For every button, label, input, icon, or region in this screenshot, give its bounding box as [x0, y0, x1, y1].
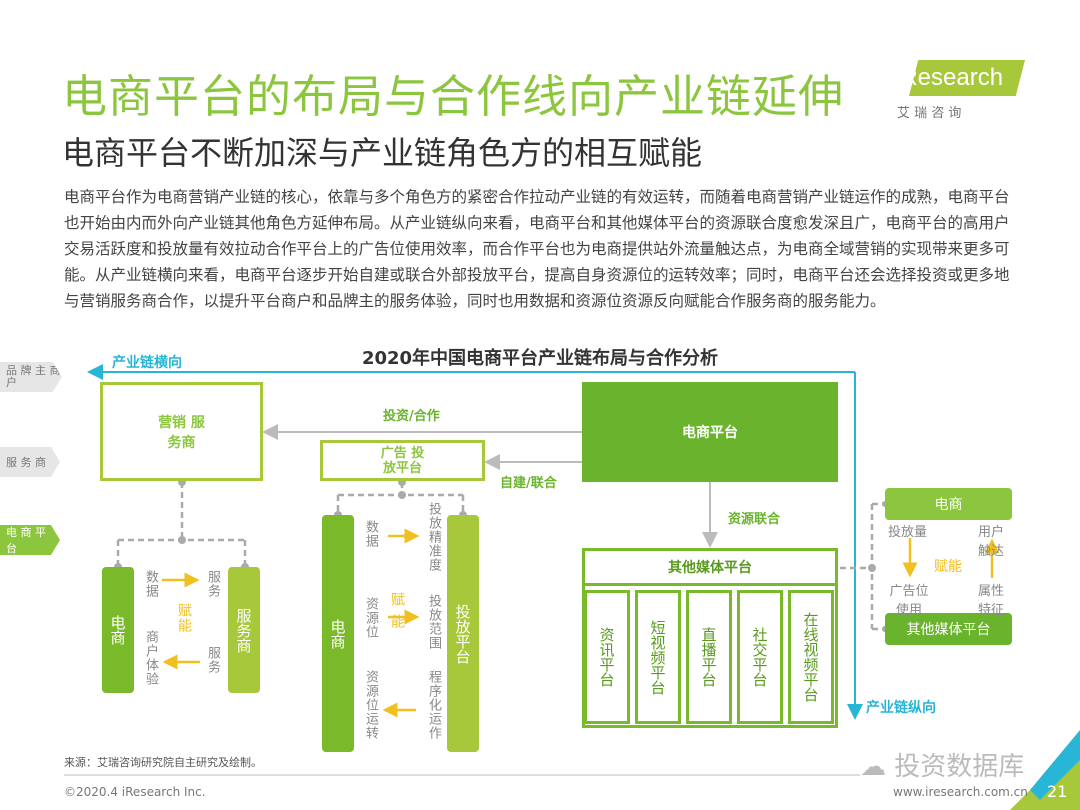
copyright: ©2020.4 iResearch Inc. — [64, 785, 206, 799]
horizontal-chain-label: 产业链横向 — [112, 355, 182, 371]
right-media-box: 其他媒体平台 — [885, 613, 1012, 645]
flow-text: 资源位 — [363, 597, 378, 639]
invest-label: 投资/合作 — [383, 409, 440, 424]
watermark: ☁ 投资数据库 — [860, 752, 1025, 782]
self-build-label: 自建/联合 — [500, 476, 557, 491]
flow-text: 投放范围 — [426, 594, 441, 650]
side-tag-ecom: 电 商 平 台 — [0, 525, 60, 555]
side-tag-brand: 品 牌 主 商 户 — [0, 362, 62, 392]
flow-text: 数据 — [363, 520, 378, 548]
media-col: 在线视频平台 — [788, 590, 834, 724]
flow-text: 服务 — [205, 646, 220, 674]
iresearch-logo: iResearch 艾 瑞 咨 询 — [895, 58, 1025, 122]
enable-label: 赋能 — [934, 559, 962, 575]
ecom-bar: 电商 — [102, 567, 134, 693]
service-bar: 服务商 — [228, 567, 260, 693]
media-col: 直播平台 — [686, 590, 732, 724]
ecom-platform-box: 电商平台 — [582, 382, 838, 482]
body-paragraph: 电商平台作为电商营销产业链的核心，依靠与多个角色方的紧密合作拉动产业链的有效运转… — [64, 188, 1010, 310]
ecom-bar: 电商 — [322, 515, 354, 752]
wechat-icon: ☁ — [860, 752, 886, 782]
flow-text: 投放量 — [888, 525, 928, 540]
flow-text: 用户触达 — [977, 525, 1004, 559]
diagram-title: 2020年中国电商平台产业链布局与合作分析 — [361, 348, 719, 369]
page-subtitle: 电商平台不断加深与产业链角色方的相互赋能 — [62, 134, 703, 172]
source-note: 来源：艾瑞咨询研究院自主研究及绘制。 — [64, 756, 262, 769]
other-media-header: 其他媒体平台 — [582, 548, 838, 586]
flow-text: 服务 — [205, 570, 220, 598]
flow-text: 程序化运作 — [426, 670, 441, 740]
media-col: 资讯平台 — [584, 590, 630, 724]
ad-platform-box: 广告 投放平台 — [320, 440, 485, 481]
footer-url: www.iresearch.com.cn — [893, 785, 1028, 799]
page-title: 电商平台的布局与合作线向产业链延伸 — [62, 70, 845, 123]
resource-label: 资源联合 — [728, 512, 781, 527]
flow-text: 商户体验 — [143, 630, 158, 686]
enable-label: 赋能 — [389, 592, 405, 636]
media-col: 社交平台 — [737, 590, 783, 724]
marketing-service-box: 营销 服务商 — [100, 382, 263, 481]
ad-platform-bar: 投放平台 — [447, 515, 479, 752]
flow-text: 投放精准度 — [426, 502, 441, 572]
flow-text: 数据 — [143, 570, 158, 598]
flow-text: 广告位使用 — [889, 584, 929, 618]
side-tag-service: 服 务 商 — [0, 447, 60, 477]
page-number: 21 — [1047, 782, 1068, 801]
media-col: 短视频平台 — [635, 590, 681, 724]
vertical-chain-label: 产业链纵向 — [866, 700, 936, 716]
enable-label: 赋能 — [176, 603, 192, 633]
right-ecom-box: 电商 — [885, 488, 1012, 520]
flow-text: 资源位运转 — [363, 670, 378, 740]
flow-text: 属性特征 — [977, 584, 1004, 618]
